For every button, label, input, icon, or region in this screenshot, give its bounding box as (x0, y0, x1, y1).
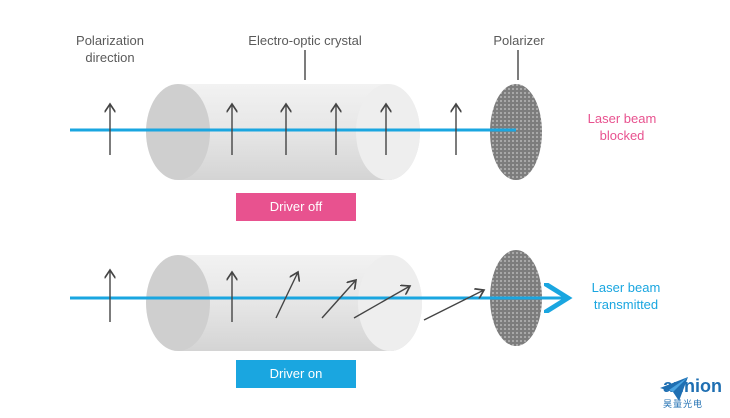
bottom-row (70, 250, 568, 351)
top-row (70, 50, 542, 180)
polarizer-label: Polarizer (493, 33, 545, 48)
paper-plane-icon (660, 377, 688, 401)
polarization-arrow-bottom-2 (275, 272, 298, 319)
polarization-arrow-bottom-4 (353, 286, 410, 319)
polarizer-disk-top (490, 84, 542, 180)
polarization-arrow-out-bottom (423, 290, 484, 321)
brand-subtitle: 昊量光电 (663, 399, 704, 409)
crystal-body-top (178, 84, 420, 180)
driver-on-box: Driver on (236, 360, 356, 388)
polarization-arrow-bottom-3 (321, 280, 356, 319)
crystal-face-top (146, 84, 210, 180)
crystal-end-bottom (358, 255, 422, 351)
crystal-body-bottom (178, 255, 422, 351)
driver-off-box: Driver off (236, 193, 356, 221)
brand-logo: aunion 昊量光电 (659, 376, 722, 410)
crystal-face-bottom (146, 255, 210, 351)
crystal-label: Electro-optic crystal (248, 33, 362, 48)
crystal-end-top (356, 84, 420, 180)
